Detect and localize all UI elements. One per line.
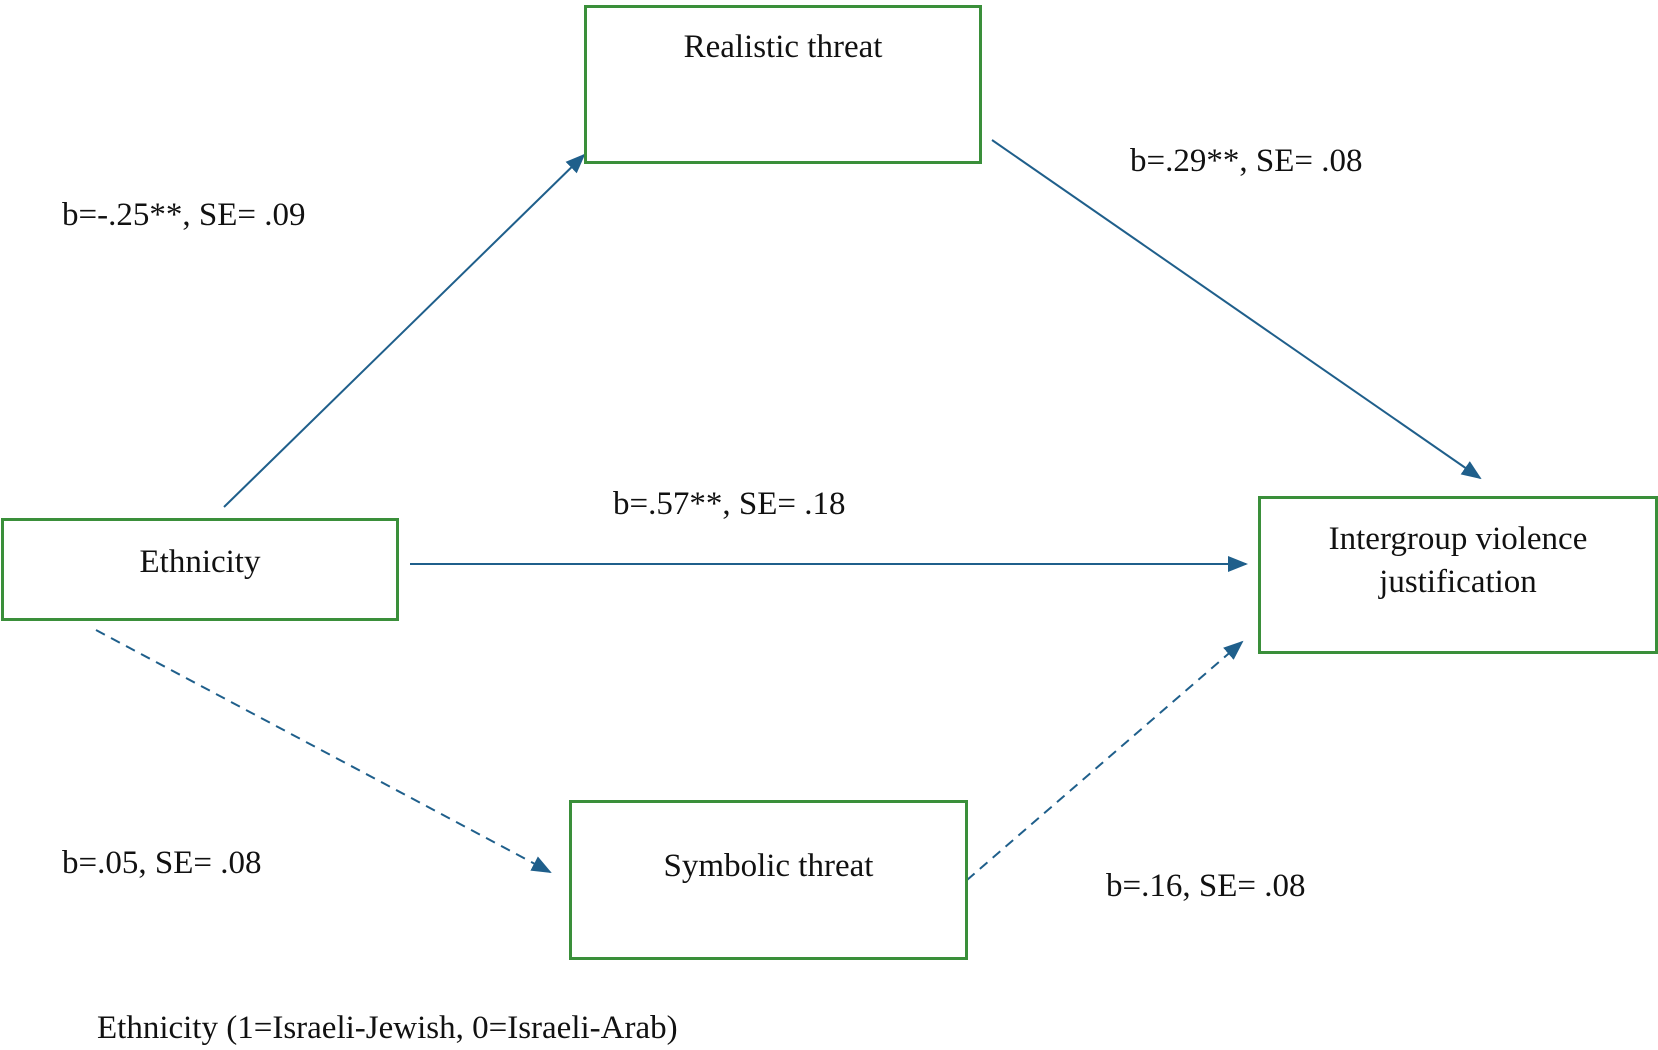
symbolic-threat-label: Symbolic threat (663, 847, 874, 884)
path-label-ethnicity-symbolic: b=.05, SE= .08 (62, 845, 262, 881)
arrow-ethnicity-to-symbolic (95, 629, 552, 873)
ethnicity-coding-note: Ethnicity (1=Israeli-Jewish, 0=Israeli-A… (97, 1010, 678, 1046)
realistic-threat-box: Realistic threat (584, 5, 982, 164)
intergroup-violence-line2: justification (1379, 564, 1537, 600)
symbolic-threat-box: Symbolic threat (569, 800, 968, 960)
arrow-ethnicity-to-realistic (223, 153, 586, 508)
intergroup-violence-label: Intergroup violence justification (1329, 518, 1588, 604)
realistic-threat-label: Realistic threat (683, 29, 883, 65)
intergroup-violence-box: Intergroup violence justification (1258, 496, 1658, 654)
ethnicity-box: Ethnicity (1, 518, 399, 621)
arrow-symbolic-to-outcome (966, 640, 1244, 881)
intergroup-violence-line1: Intergroup violence (1328, 521, 1588, 557)
path-label-realistic-outcome: b=.29**, SE= .08 (1130, 143, 1363, 179)
arrow-realistic-to-outcome (991, 139, 1482, 480)
ethnicity-label: Ethnicity (139, 544, 261, 580)
path-label-symbolic-outcome: b=.16, SE= .08 (1106, 868, 1306, 904)
path-label-ethnicity-outcome: b=.57**, SE= .18 (613, 486, 846, 522)
path-label-ethnicity-realistic: b=-.25**, SE= .09 (62, 197, 306, 233)
